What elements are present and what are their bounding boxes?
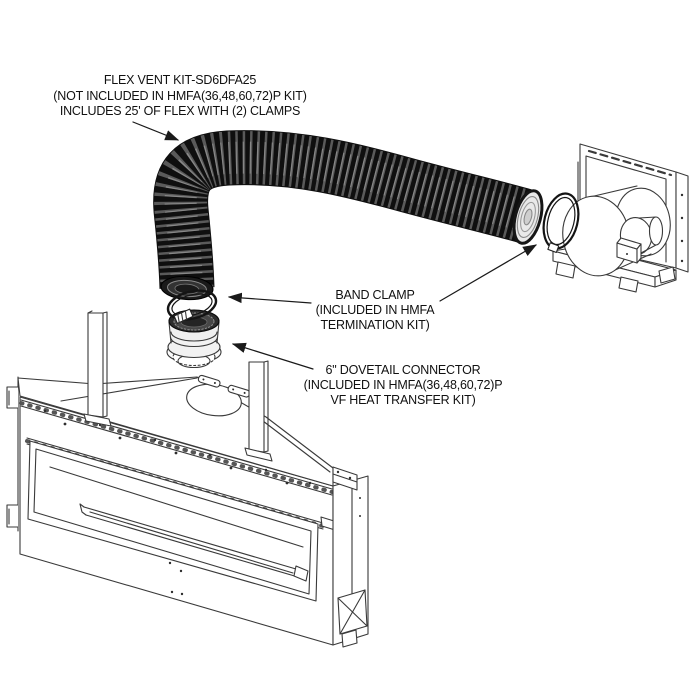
plate-vent-slots — [587, 149, 673, 177]
wall-tab-upper — [6, 386, 19, 409]
deck-clip — [197, 374, 221, 388]
front-panel-screws — [168, 561, 184, 596]
window-opening — [27, 440, 319, 602]
label-line: TERMINATION KIT) — [320, 318, 429, 332]
mounting-plate-flange — [675, 171, 689, 273]
label-line: FLEX VENT KIT-SD6DFA25 — [104, 73, 257, 87]
window-inner-frame — [33, 448, 312, 595]
label-line: BAND CLAMP — [335, 288, 414, 302]
wall-tab-lower — [6, 504, 19, 528]
band-clamp-ring-lower — [166, 289, 218, 324]
junction-box — [616, 237, 642, 264]
label-line: VF HEAT TRANSFER KIT) — [330, 393, 475, 407]
band-clamp-ring-upper — [542, 192, 580, 254]
label-line: (INCLUDED IN HMFA(36,48,60,72)P — [304, 378, 503, 392]
leader-dovetail-connector — [231, 342, 314, 370]
labels: FLEX VENT KIT-SD6DFA25 (NOT INCLUDED IN … — [53, 73, 502, 407]
label-flex-vent-kit: FLEX VENT KIT-SD6DFA25 (NOT INCLUDED IN … — [53, 73, 307, 118]
leader-band-clamp-right — [439, 244, 538, 302]
top-trim-rail — [19, 399, 334, 496]
flex-duct-open-end — [512, 189, 544, 245]
fireplace-unit — [6, 310, 369, 648]
label-line: (INCLUDED IN HMFA — [316, 303, 436, 317]
worm-screw — [173, 308, 194, 324]
linear-burner — [79, 503, 309, 582]
flange-holes — [680, 193, 684, 263]
blower-assembly — [542, 143, 689, 293]
flex-duct — [153, 130, 544, 301]
dovetail-connector — [166, 309, 222, 369]
label-dovetail-connector: 6" DOVETAIL CONNECTOR (INCLUDED IN HMFA(… — [304, 363, 503, 407]
label-line: (NOT INCLUDED IN HMFA(36,48,60,72)P KIT) — [53, 89, 306, 103]
leader-flex-vent-kit — [132, 121, 180, 141]
standoff-post-left — [83, 310, 112, 427]
label-band-clamp: BAND CLAMP (INCLUDED IN HMFA TERMINATION… — [316, 288, 436, 332]
screw-dots — [43, 409, 312, 485]
leader-band-clamp-left — [227, 292, 312, 304]
leader-arrows — [132, 121, 538, 370]
leveling-foot — [341, 629, 358, 648]
label-line: 6" DOVETAIL CONNECTOR — [326, 363, 481, 377]
label-line: INCLUDES 25' OF FLEX WITH (2) CLAMPS — [60, 104, 300, 118]
standoff-post-right — [244, 360, 273, 462]
